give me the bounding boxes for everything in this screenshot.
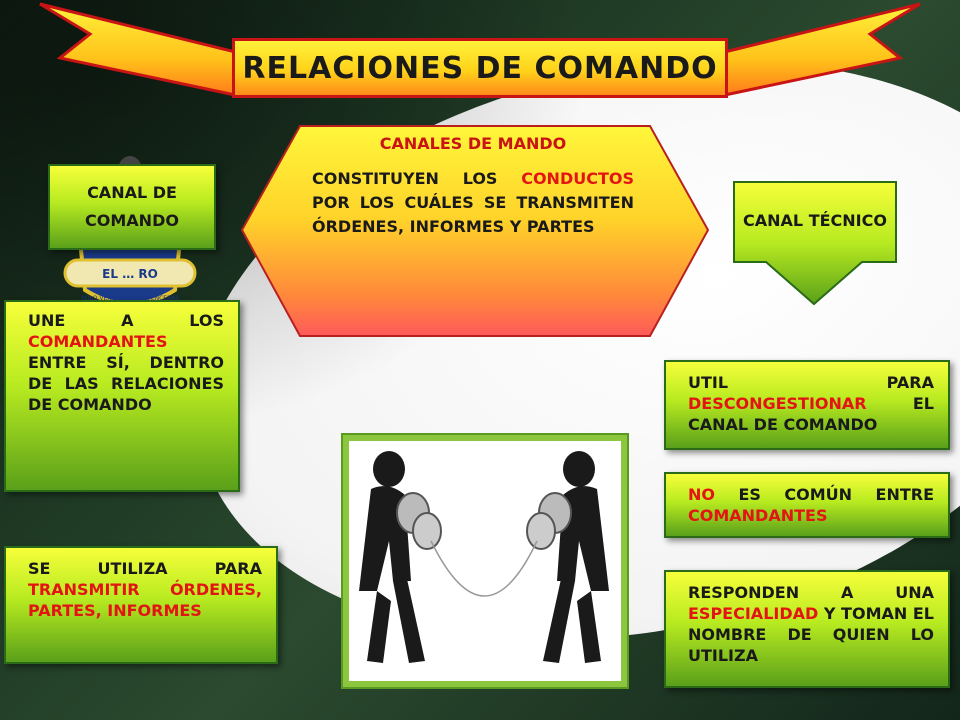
canales-heading: CANALES DE MANDO	[379, 134, 567, 153]
right-box-util: UTIL PARA DESCONGESTIONAR EL CANAL DE CO…	[664, 360, 950, 450]
canal-tecnico-label-wrap: CANAL TÉCNICO	[740, 190, 890, 252]
title-plate: RELACIONES DE COMANDO	[232, 38, 728, 98]
crest-motto: SOLO VENCIENDO SE VENCERAS	[81, 295, 179, 302]
right-box-responden: RESPONDEN A UNA ESPECIALIDAD Y TOMAN EL …	[664, 570, 950, 688]
canal-comando-box: CANAL DE COMANDO	[48, 164, 216, 250]
crest-banner-text: EL … RO	[102, 267, 158, 281]
phone-illustration	[341, 433, 629, 689]
canal-tecnico-label: CANAL TÉCNICO	[743, 211, 887, 230]
double-arrow	[240, 125, 710, 337]
right-box-no-comun: NO ES COMÚN ENTRE COMANDANTES	[664, 472, 950, 538]
canales-body: CONSTITUYEN LOS CONDUCTOS POR LOS CUÁLES…	[312, 169, 634, 236]
canal-comando-label: CANAL DE COMANDO	[85, 183, 179, 230]
title-ribbon	[39, 2, 921, 98]
canales-panel: CANALES DE MANDO CONSTITUYEN LOS CONDUCT…	[300, 126, 646, 338]
canal-tecnico-arrow	[733, 181, 897, 306]
tin-can-phone-image	[359, 451, 609, 663]
left-box-utiliza: SE UTILIZA PARA TRANSMITIR ÓRDENES, PART…	[4, 546, 278, 664]
page-title: RELACIONES DE COMANDO	[242, 50, 718, 86]
left-box-une: UNE A LOS COMANDANTES ENTRE SÍ, DENTRO D…	[4, 300, 240, 492]
